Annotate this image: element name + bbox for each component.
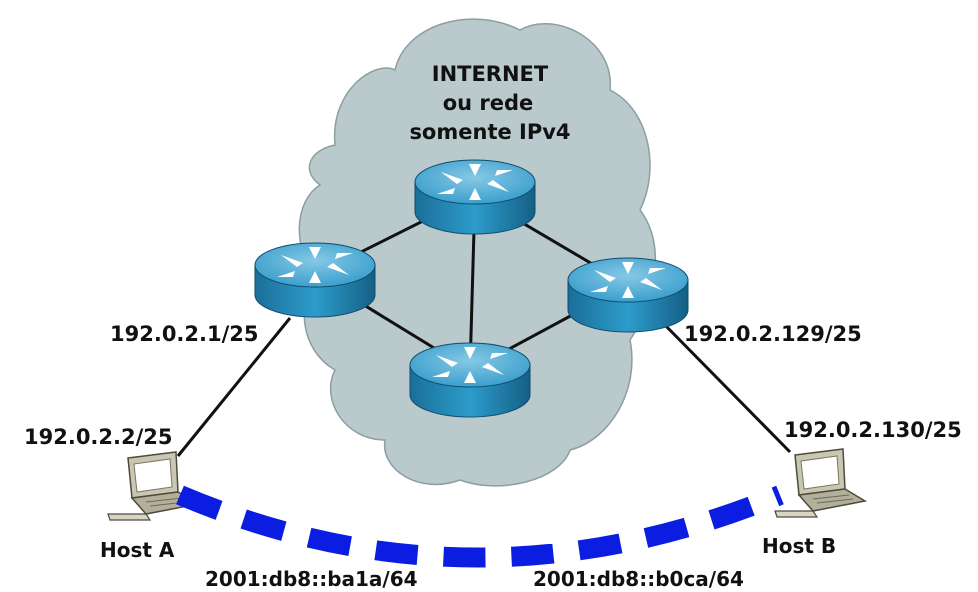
cloud-title-line3: somente IPv4 xyxy=(409,120,570,144)
host-a-ipv6-label: 2001:db8::ba1a/64 xyxy=(205,567,418,591)
router-bottom xyxy=(409,342,531,418)
cloud-title-line2: ou rede xyxy=(443,91,534,115)
router-top xyxy=(414,159,536,235)
host-a-name-label: Host A xyxy=(100,538,175,562)
ipv6-tunnel xyxy=(176,485,784,568)
link-host-b xyxy=(658,318,792,454)
router-right xyxy=(567,257,689,333)
router-right-ip-label: 192.0.2.129/25 xyxy=(684,322,862,346)
host-b-ip-label: 192.0.2.130/25 xyxy=(784,418,962,442)
cloud-title-line1: INTERNET xyxy=(432,62,549,86)
router-left-ip-label: 192.0.2.1/25 xyxy=(110,322,259,346)
host-b-laptop xyxy=(774,448,866,518)
host-b-name-label: Host B xyxy=(762,534,836,558)
host-links xyxy=(176,317,792,457)
link-host-a xyxy=(176,317,292,457)
internet-cloud: INTERNET ou rede somente IPv4 xyxy=(298,18,657,487)
router-left xyxy=(254,242,376,318)
host-a-laptop xyxy=(107,451,199,521)
host-a-ip-label: 192.0.2.2/25 xyxy=(24,425,173,449)
tunnel-label-mask xyxy=(412,530,572,544)
host-b-ipv6-label: 2001:db8::b0ca/64 xyxy=(533,567,744,591)
